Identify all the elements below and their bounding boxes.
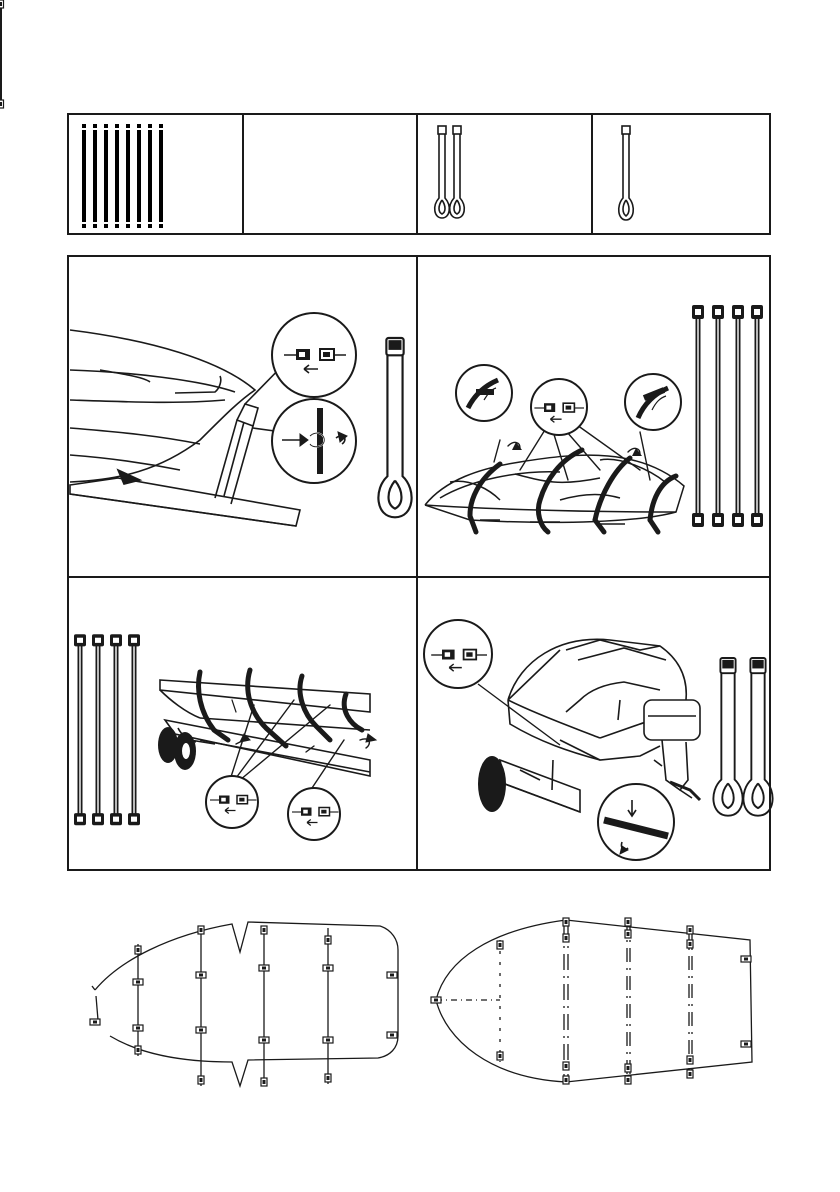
loop-strap-icon	[378, 338, 411, 517]
cover-layout-diagrams	[0, 890, 840, 1110]
step-2-over-cover	[425, 455, 684, 524]
detail-circle-buckle-2	[531, 379, 587, 435]
parts-table-drawing	[0, 0, 840, 250]
step-1-bow-strap	[70, 330, 300, 526]
buckle-straps-set-4	[692, 305, 763, 527]
detail-circle-buckle-5	[424, 620, 492, 688]
buckle-straps-set-4	[74, 634, 140, 825]
trailer-wheel	[478, 756, 506, 812]
loop-strap-icon	[435, 126, 450, 218]
buckle-markers	[90, 926, 397, 1086]
buckle-markers	[431, 918, 751, 1084]
layout-round-bow-cover	[436, 920, 752, 1082]
step-4-stern-motor	[500, 639, 700, 812]
loop-strap-icon	[713, 658, 742, 816]
detail-circle-cross-right	[625, 374, 681, 430]
trailer-wheels	[158, 727, 215, 770]
detail-circle-buckle-4	[288, 788, 340, 840]
detail-circle-loop	[272, 399, 356, 483]
loop-strap-icon	[743, 658, 772, 816]
steps-grid-drawing	[0, 250, 840, 880]
steps-grid	[0, 250, 840, 880]
buckle-straps-set-8	[0, 0, 4, 108]
cover-layout-drawing	[0, 890, 840, 1110]
loop-strap-icon	[619, 126, 634, 220]
parts-table	[0, 0, 840, 250]
detail-circle-buckle-3	[206, 776, 258, 828]
loop-strap-icon	[450, 126, 465, 218]
